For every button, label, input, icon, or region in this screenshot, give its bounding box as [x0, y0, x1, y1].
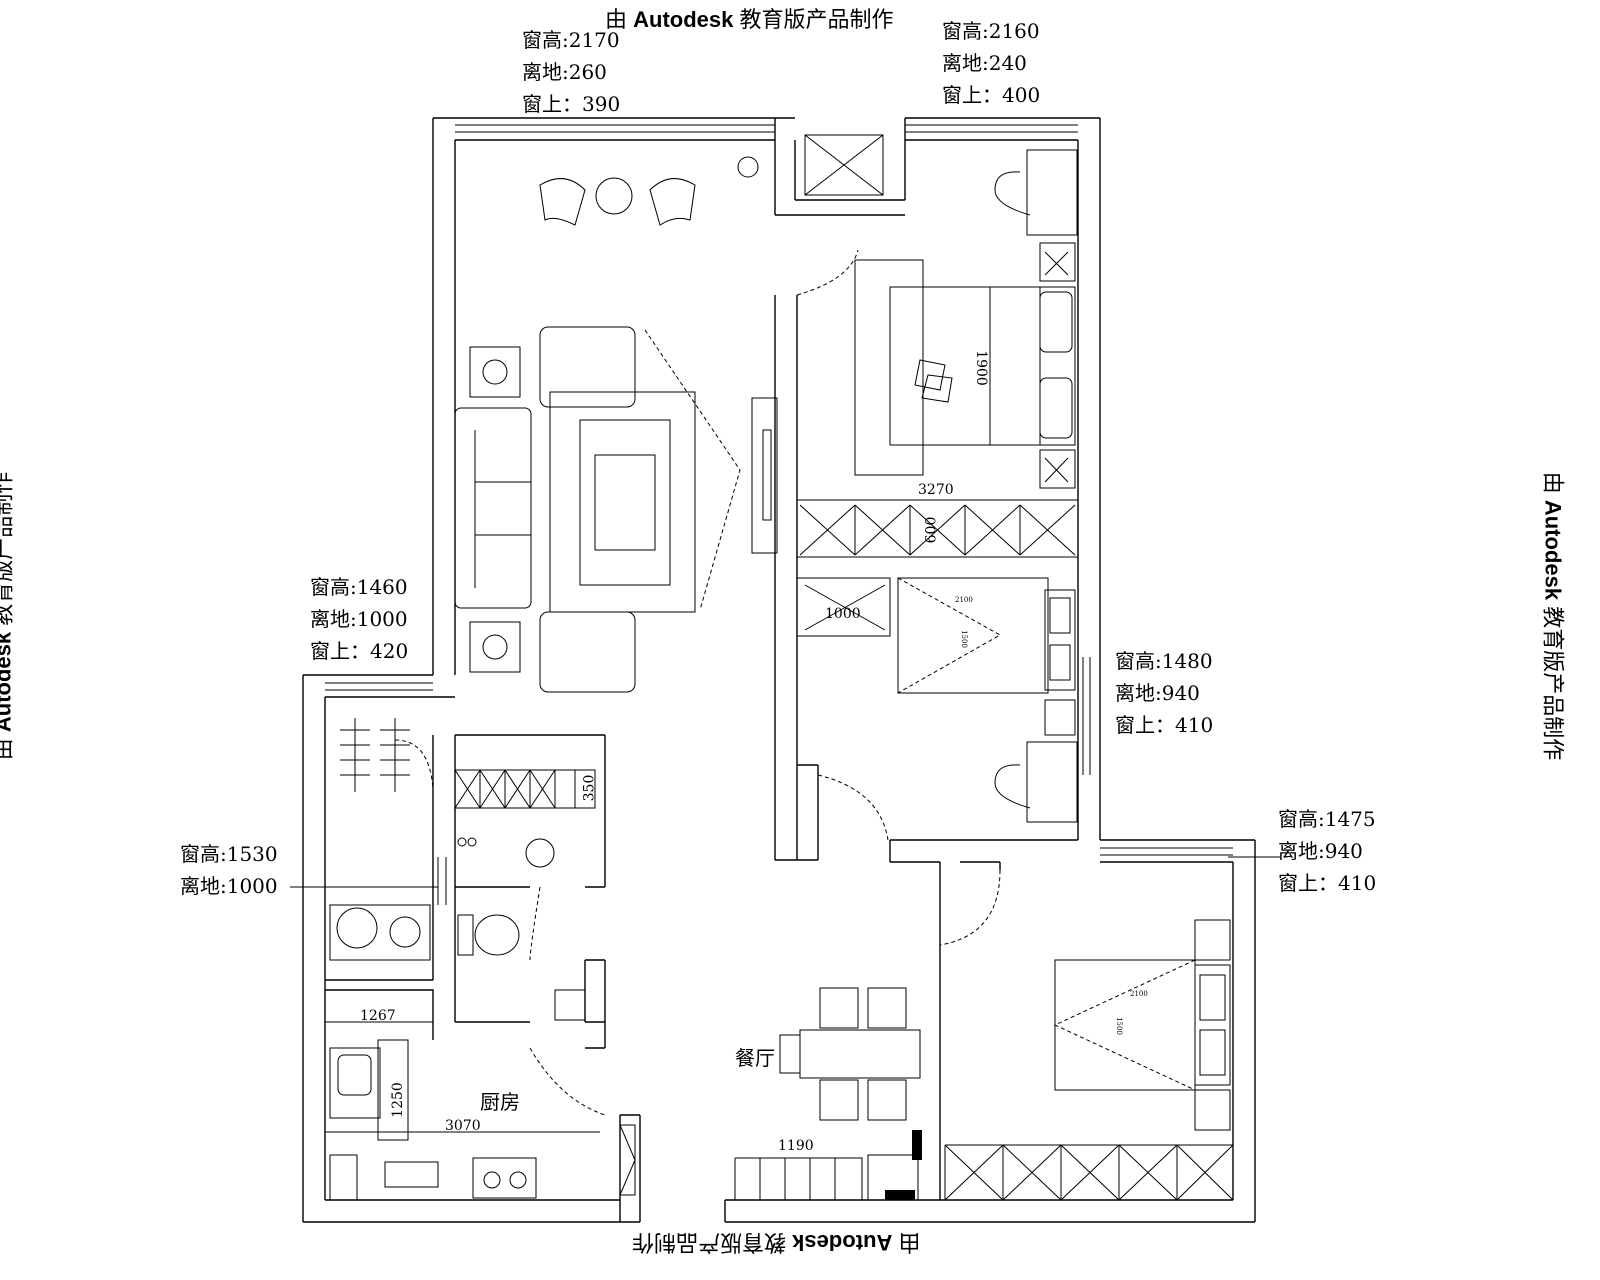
window-height: 窗高:1475 [1278, 807, 1376, 831]
watermark-right: 由 Autodesk 教育版产品制作 [1538, 472, 1570, 761]
wm-prefix: 由 [898, 1230, 921, 1255]
dim-bath-shelf: 350 [581, 774, 598, 802]
dining-furniture [734, 987, 922, 1201]
watermark-bottom: 由 Autodesk 教育版产品制作 [632, 1228, 921, 1260]
dim-wardrobe-width: 3270 [918, 482, 954, 498]
window-ground: 离地:240 [942, 51, 1027, 75]
window-height: 窗高:1480 [1115, 649, 1213, 673]
window-height: 窗高:2170 [522, 28, 620, 52]
window-height: 窗高:1460 [310, 575, 408, 599]
dim-bed-length: 1900 [972, 350, 989, 386]
dim-kitchen-depth: 1250 [389, 1082, 406, 1118]
window-ground: 离地:940 [1115, 681, 1200, 705]
room-label-dining: 餐厅 [735, 1046, 775, 1070]
wm-brand: Autodesk [0, 631, 16, 733]
wm-suffix: 教育版产品制作 [1540, 606, 1566, 761]
bedroom-3-furniture [944, 919, 1234, 1201]
window-note-6: 窗高:1475 离地:940 窗上：410 [1278, 803, 1376, 899]
dim-bed3b: 1500 [1114, 1017, 1123, 1035]
watermark-left: 由 Autodesk 教育版产品制作 [0, 472, 17, 761]
wm-brand: Autodesk [792, 1230, 893, 1255]
dim-kitchen-top: 1267 [360, 1008, 396, 1024]
wm-suffix: 教育版产品制作 [0, 471, 16, 626]
room-label-kitchen: 厨房 [480, 1090, 520, 1114]
living-furniture [454, 134, 884, 693]
window-note-2: 窗高:2160 离地:240 窗上：400 [942, 15, 1040, 111]
dim-desk: 1000 [825, 606, 861, 622]
window-height: 窗高:1530 [180, 842, 278, 866]
wm-brand: Autodesk [633, 7, 734, 32]
wm-suffix: 教育版产品制作 [739, 7, 894, 32]
bedroom-2-furniture [796, 577, 1078, 823]
wm-suffix: 教育版产品制作 [632, 1230, 787, 1255]
window-above: 窗上：420 [310, 639, 409, 663]
wm-prefix: 由 [0, 738, 15, 760]
dim-bed2a: 2100 [955, 596, 973, 604]
dim-bed2b: 1500 [959, 630, 968, 648]
window-above: 窗上：400 [942, 83, 1041, 107]
wm-brand: Autodesk [1540, 499, 1566, 601]
window-above: 窗上：410 [1115, 713, 1214, 737]
window-ground: 离地:940 [1278, 839, 1363, 863]
bath-kitchen-furniture [290, 718, 1280, 1201]
window-ground: 离地:1000 [180, 874, 278, 898]
windows [325, 124, 1233, 905]
window-ground: 离地:260 [522, 60, 607, 84]
dim-bed3a: 2100 [1130, 990, 1148, 998]
window-above: 窗上：390 [522, 92, 621, 116]
dim-wardrobe-depth: 600 [923, 516, 940, 544]
window-above: 窗上：410 [1278, 871, 1377, 895]
window-ground: 离地:1000 [310, 607, 408, 631]
walls [302, 117, 1256, 1223]
dim-kitchen-len: 3070 [445, 1118, 481, 1134]
window-note-1: 窗高:2170 离地:260 窗上：390 [522, 24, 620, 120]
window-note-3: 窗高:1460 离地:1000 窗上：420 [310, 571, 408, 667]
doors [394, 249, 1001, 1116]
bedroom-1-furniture [797, 149, 1078, 558]
window-note-4: 窗高:1480 离地:940 窗上：410 [1115, 645, 1213, 741]
wm-prefix: 由 [605, 7, 628, 32]
wm-prefix: 由 [1540, 471, 1566, 494]
window-note-5: 窗高:1530 离地:1000 [180, 838, 278, 902]
watermark-top: 由 Autodesk 教育版产品制作 [605, 2, 894, 34]
window-height: 窗高:2160 [942, 19, 1040, 43]
dim-dining-cabinet: 1190 [778, 1138, 814, 1154]
